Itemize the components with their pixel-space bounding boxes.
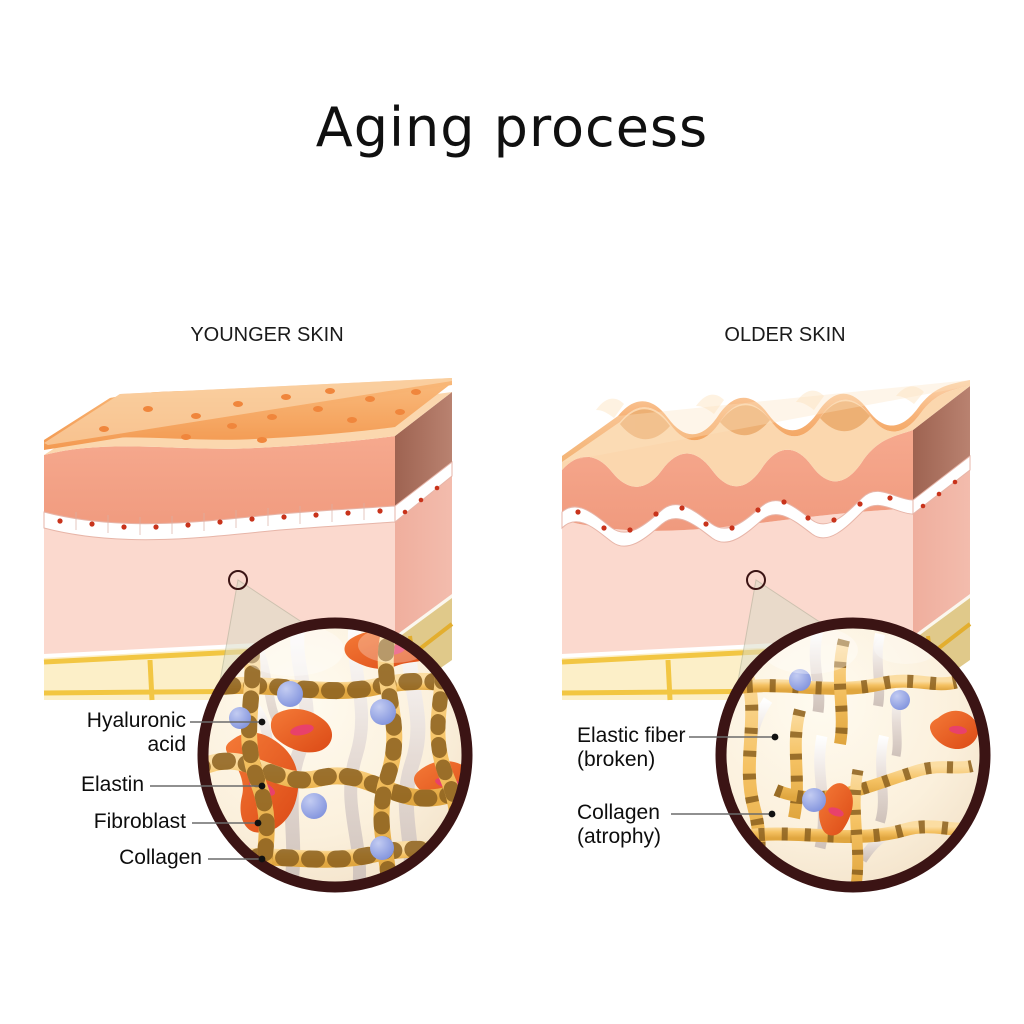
annotation-collagen: Collagen xyxy=(119,846,202,869)
annotation-elastin: Elastin xyxy=(80,773,144,796)
annotation-collagen-atrophy: Collagen (atrophy) xyxy=(577,801,662,848)
hyaluronic-acid-spheres xyxy=(229,681,396,860)
panel-label-older-skin: OLDER SKIN xyxy=(724,324,846,346)
annotation-elastic-fiber-broken: Elastic fiber (broken) xyxy=(577,724,686,771)
leader-lines xyxy=(150,721,775,860)
fibroblast-cells-older xyxy=(819,710,979,836)
leader-endpoints xyxy=(254,718,779,863)
magnified-inset-younger xyxy=(197,617,473,893)
hyaluronic-acid-spheres-older xyxy=(789,669,910,812)
epidermis-top-surface-older xyxy=(562,380,970,487)
page-title: Aging process xyxy=(315,96,709,159)
epidermis-top-surface-younger xyxy=(44,378,452,450)
magnified-inset-older xyxy=(715,617,991,893)
panel-label-younger-skin: YOUNGER SKIN xyxy=(190,324,344,346)
annotation-fibroblast: Fibroblast xyxy=(93,810,186,833)
collagen-fibers-atrophy xyxy=(722,638,974,887)
skin-pores-younger xyxy=(99,388,421,443)
annotation-hyaluronic-acid: Hyaluronic acid xyxy=(86,709,186,756)
